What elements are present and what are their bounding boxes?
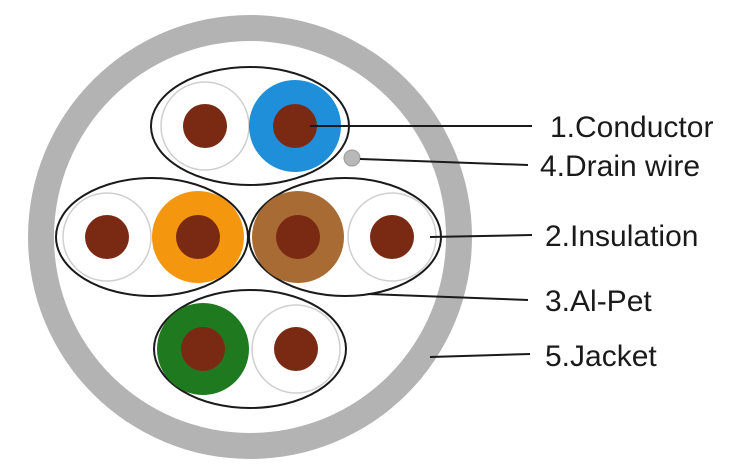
conductor xyxy=(183,104,227,148)
label-insulation: 2.Insulation xyxy=(545,220,698,253)
conductor xyxy=(85,215,129,259)
conductor xyxy=(276,215,320,259)
conductor xyxy=(273,104,317,148)
label-drain-wire: 4.Drain wire xyxy=(540,150,700,183)
leader-line-drain-wire xyxy=(359,158,529,166)
conductor xyxy=(176,215,220,259)
leader-line-jacket xyxy=(429,353,531,358)
conductor xyxy=(370,215,414,259)
pair-top xyxy=(150,66,350,186)
label-jacket: 5.Jacket xyxy=(545,340,657,373)
label-al-pet: 3.Al-Pet xyxy=(545,285,652,318)
label-conductor: 1.Conductor xyxy=(550,111,713,144)
pair-left xyxy=(55,177,249,297)
conductor xyxy=(181,327,225,371)
pair-bottom xyxy=(153,289,347,409)
conductor xyxy=(274,327,318,371)
leader-line-al-pet xyxy=(367,293,529,301)
pair-right xyxy=(248,177,442,297)
drain-wire xyxy=(343,149,361,167)
leader-line-insulation xyxy=(429,234,533,238)
